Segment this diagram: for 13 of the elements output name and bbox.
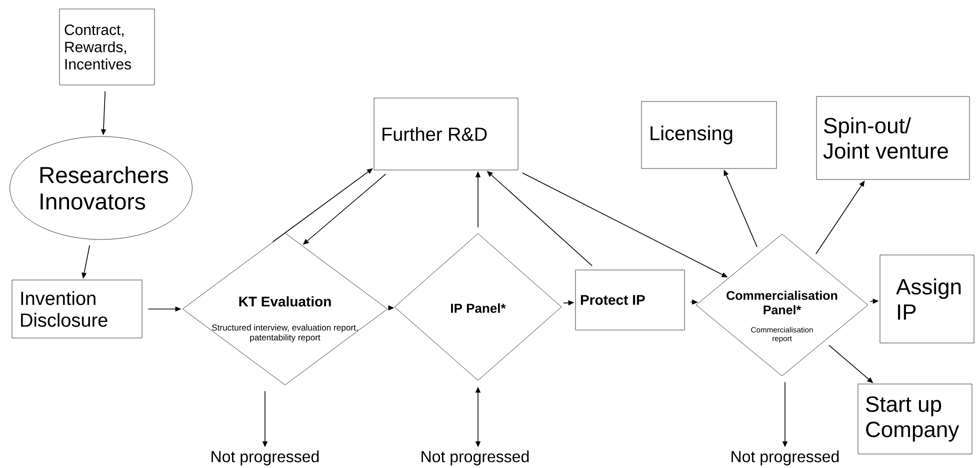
process-box: Invention Disclosure xyxy=(12,280,142,338)
outcome-text: Not progressed xyxy=(732,450,839,466)
process-box: Start up Company xyxy=(858,384,972,454)
outcome-text: Not progressed xyxy=(212,450,319,466)
process-box: Assign IP xyxy=(880,254,974,344)
process-box: Contract, Rewards, Incentives xyxy=(59,8,155,86)
arrow xyxy=(272,168,373,242)
arrow xyxy=(815,180,865,254)
outcome-text: Not progressed xyxy=(422,450,529,466)
process-box: Protect IP xyxy=(575,270,685,330)
process-box: Licensing xyxy=(641,101,777,169)
process-box: Further R&D xyxy=(374,98,518,170)
process-box: Spin-out/ Joint venture xyxy=(816,96,970,180)
